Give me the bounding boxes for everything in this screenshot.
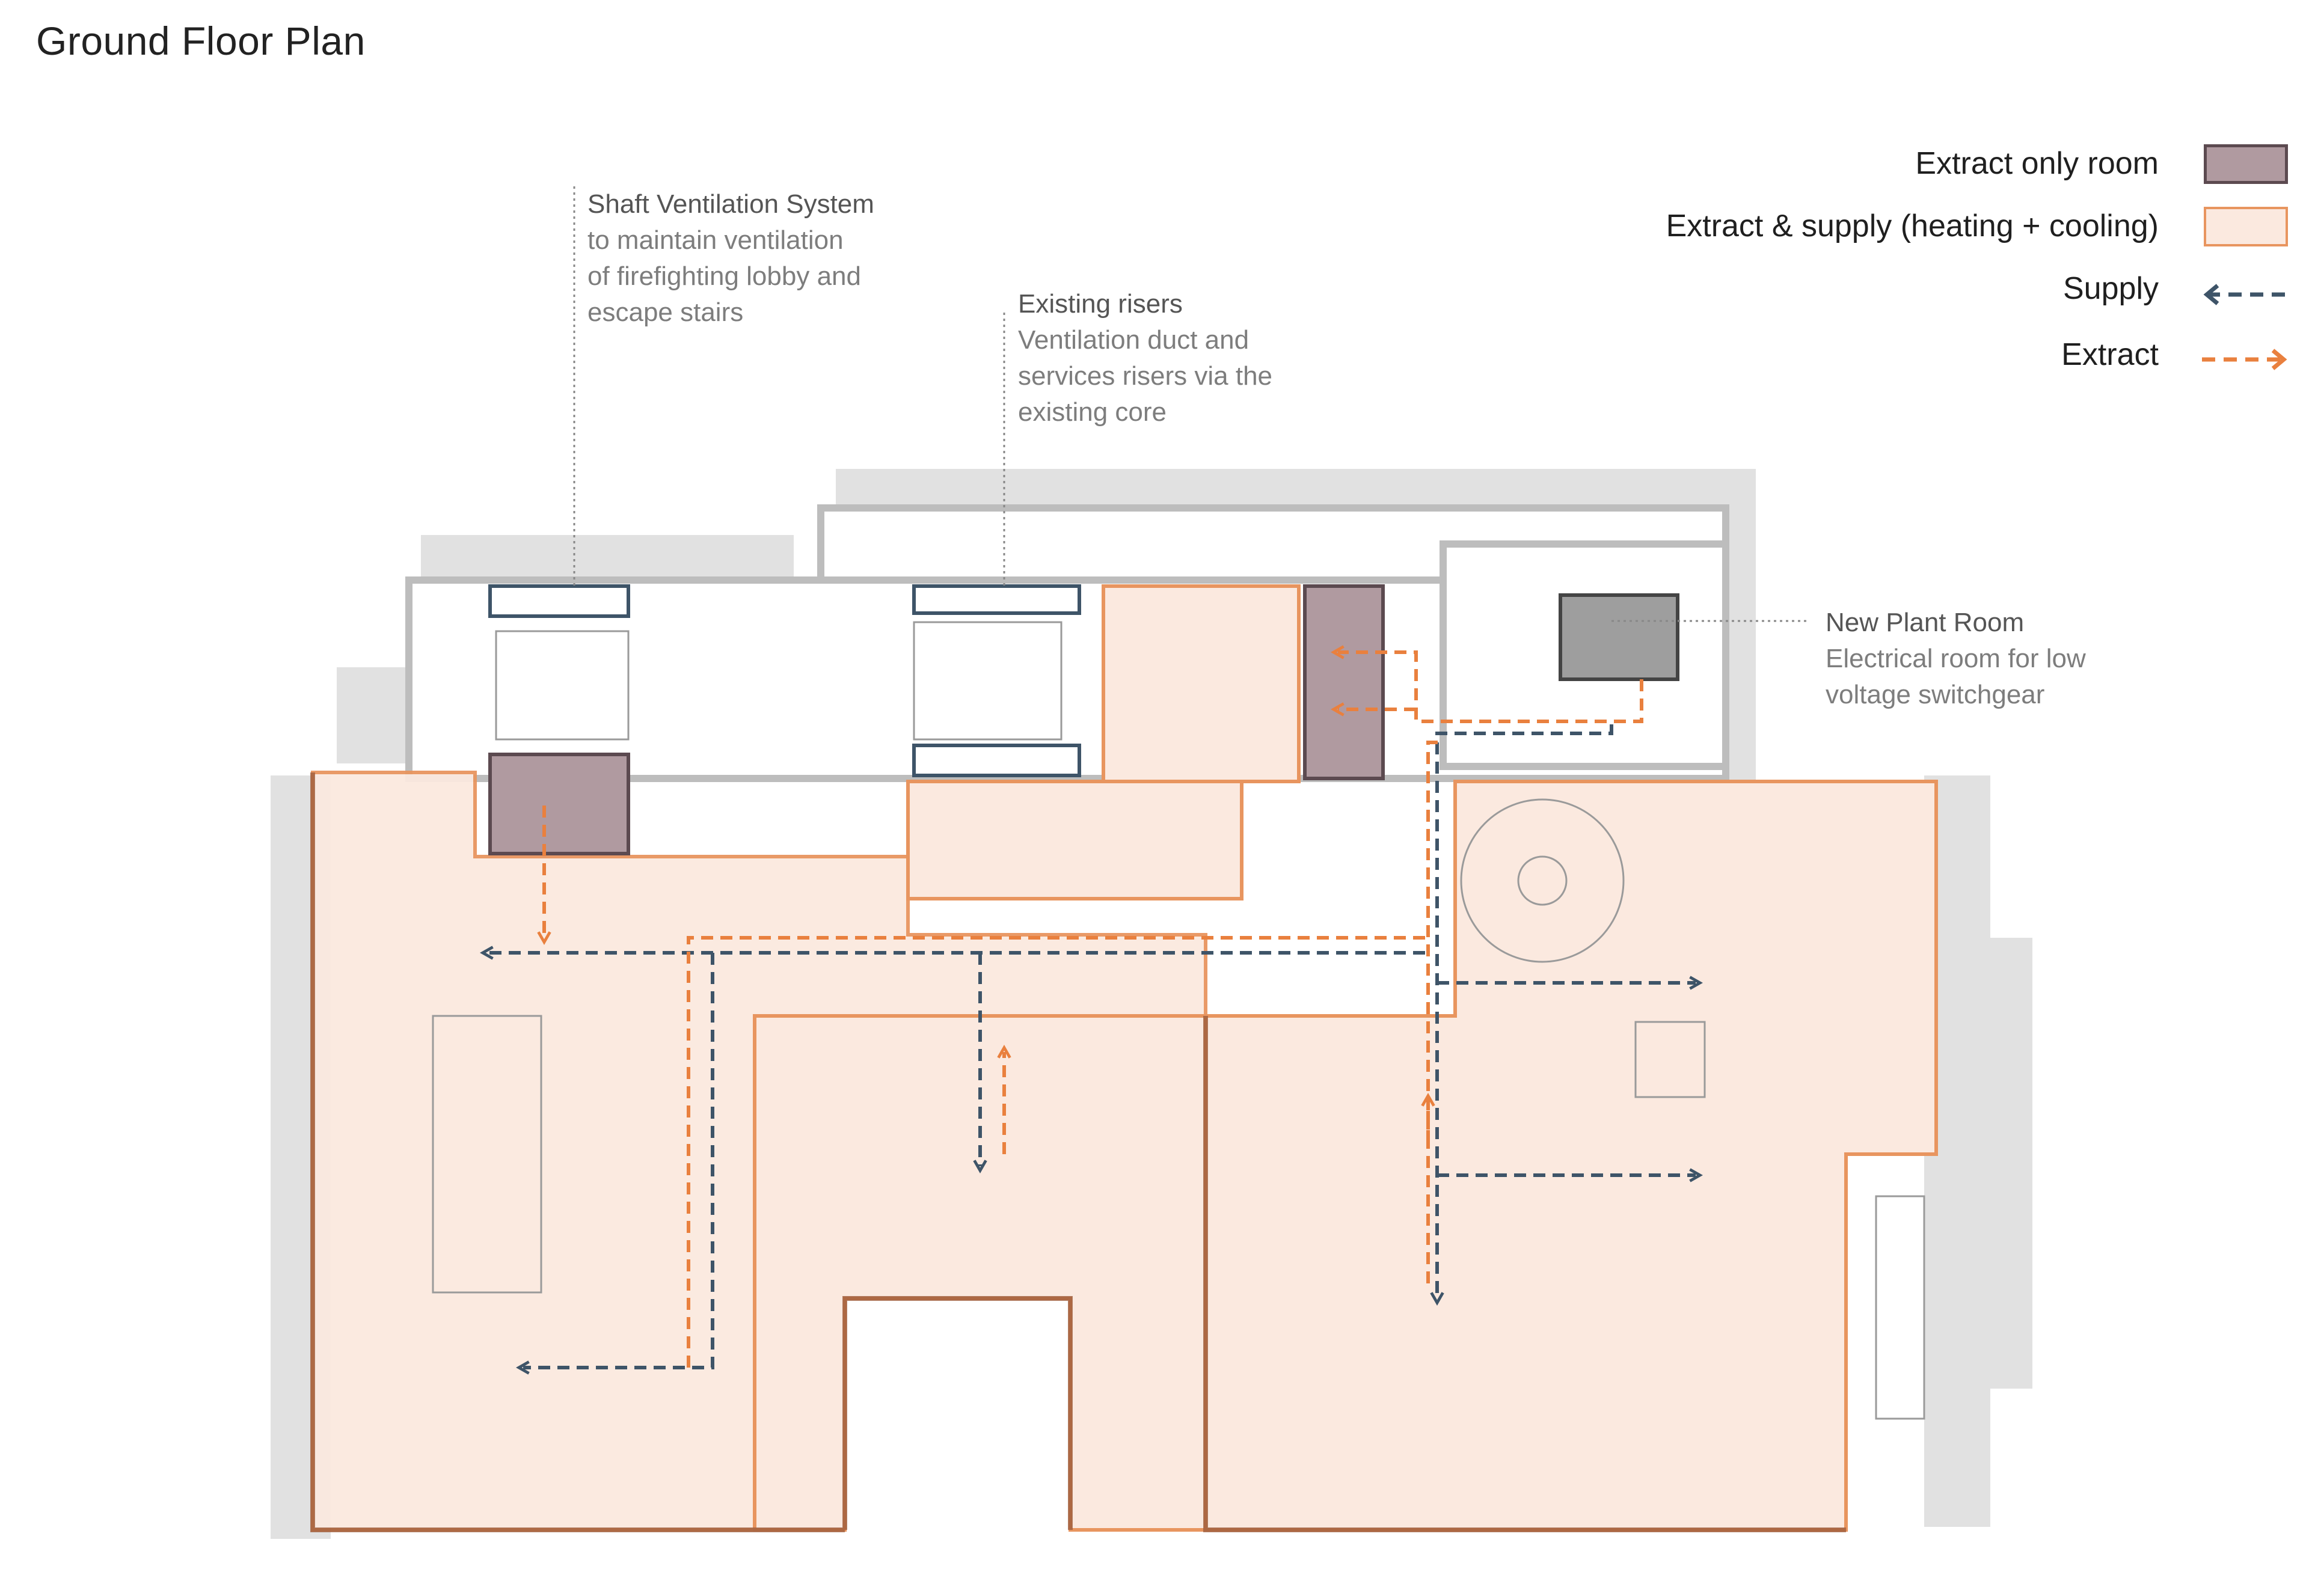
page-title: Ground Floor Plan	[36, 19, 366, 63]
leader-lines	[573, 186, 1807, 622]
annotation-shaft-body: to maintain ventilation of firefighting …	[587, 225, 861, 327]
legend-extract-arrow	[2202, 349, 2287, 370]
legend-extract-label: Extract	[2061, 337, 2159, 372]
annotation-risers-heading: Existing risers	[1018, 289, 1183, 319]
extract-only-rooms	[488, 584, 1385, 855]
legend-supply-label: Supply	[2063, 271, 2159, 306]
annotation-shaft-ventilation: Shaft Ventilation System to maintain ven…	[587, 186, 874, 331]
footprint-outline	[310, 772, 1846, 1532]
annotation-plant-room: New Plant Room Electrical room for low v…	[1826, 605, 2086, 713]
extract-supply-zones	[311, 584, 1938, 1532]
annotation-shaft-heading: Shaft Ventilation System	[587, 189, 874, 219]
extract-ducts	[537, 645, 1643, 1368]
spiral-stair	[1460, 798, 1625, 963]
supply-ducts	[479, 724, 1703, 1375]
legend-supply-arrow	[2203, 284, 2290, 305]
annotation-risers-body: Ventilation duct and services risers via…	[1018, 325, 1273, 427]
legend-extract-supply-label: Extract & supply (heating + cooling)	[1666, 209, 2159, 243]
annotation-plant-body: Electrical room for low voltage switchge…	[1826, 644, 2086, 709]
risers	[488, 584, 1081, 777]
legend-extract-only-swatch	[2204, 144, 2288, 184]
annotation-existing-risers: Existing risers Ventilation duct and ser…	[1018, 286, 1272, 430]
annotation-plant-heading: New Plant Room	[1826, 608, 2025, 637]
legend-extract-supply-swatch	[2204, 207, 2288, 246]
plant-room	[1559, 593, 1679, 681]
legend-extract-only-label: Extract only room	[1915, 146, 2159, 181]
stairs	[432, 621, 1925, 1420]
